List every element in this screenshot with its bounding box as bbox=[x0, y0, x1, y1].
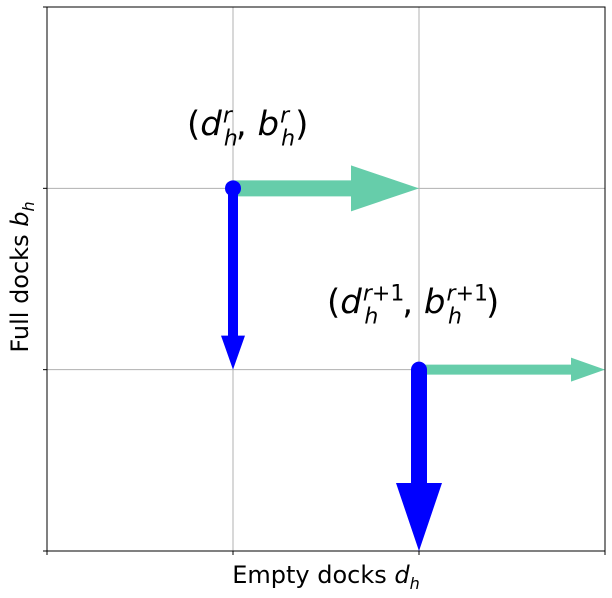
data-point bbox=[225, 180, 241, 197]
data-point bbox=[411, 361, 427, 378]
plot-frame bbox=[46, 6, 606, 552]
grid-lines bbox=[47, 7, 605, 551]
arrow-right bbox=[233, 165, 419, 212]
axis-ticks bbox=[43, 6, 606, 555]
arrow-right bbox=[419, 357, 605, 382]
y-axis-label: Full docks bh bbox=[6, 201, 38, 352]
x-axis-label: Empty docks dh bbox=[232, 561, 420, 593]
points bbox=[225, 180, 427, 378]
arrow-down bbox=[221, 188, 245, 370]
arrows bbox=[221, 165, 605, 551]
arrow-down bbox=[396, 369, 442, 551]
